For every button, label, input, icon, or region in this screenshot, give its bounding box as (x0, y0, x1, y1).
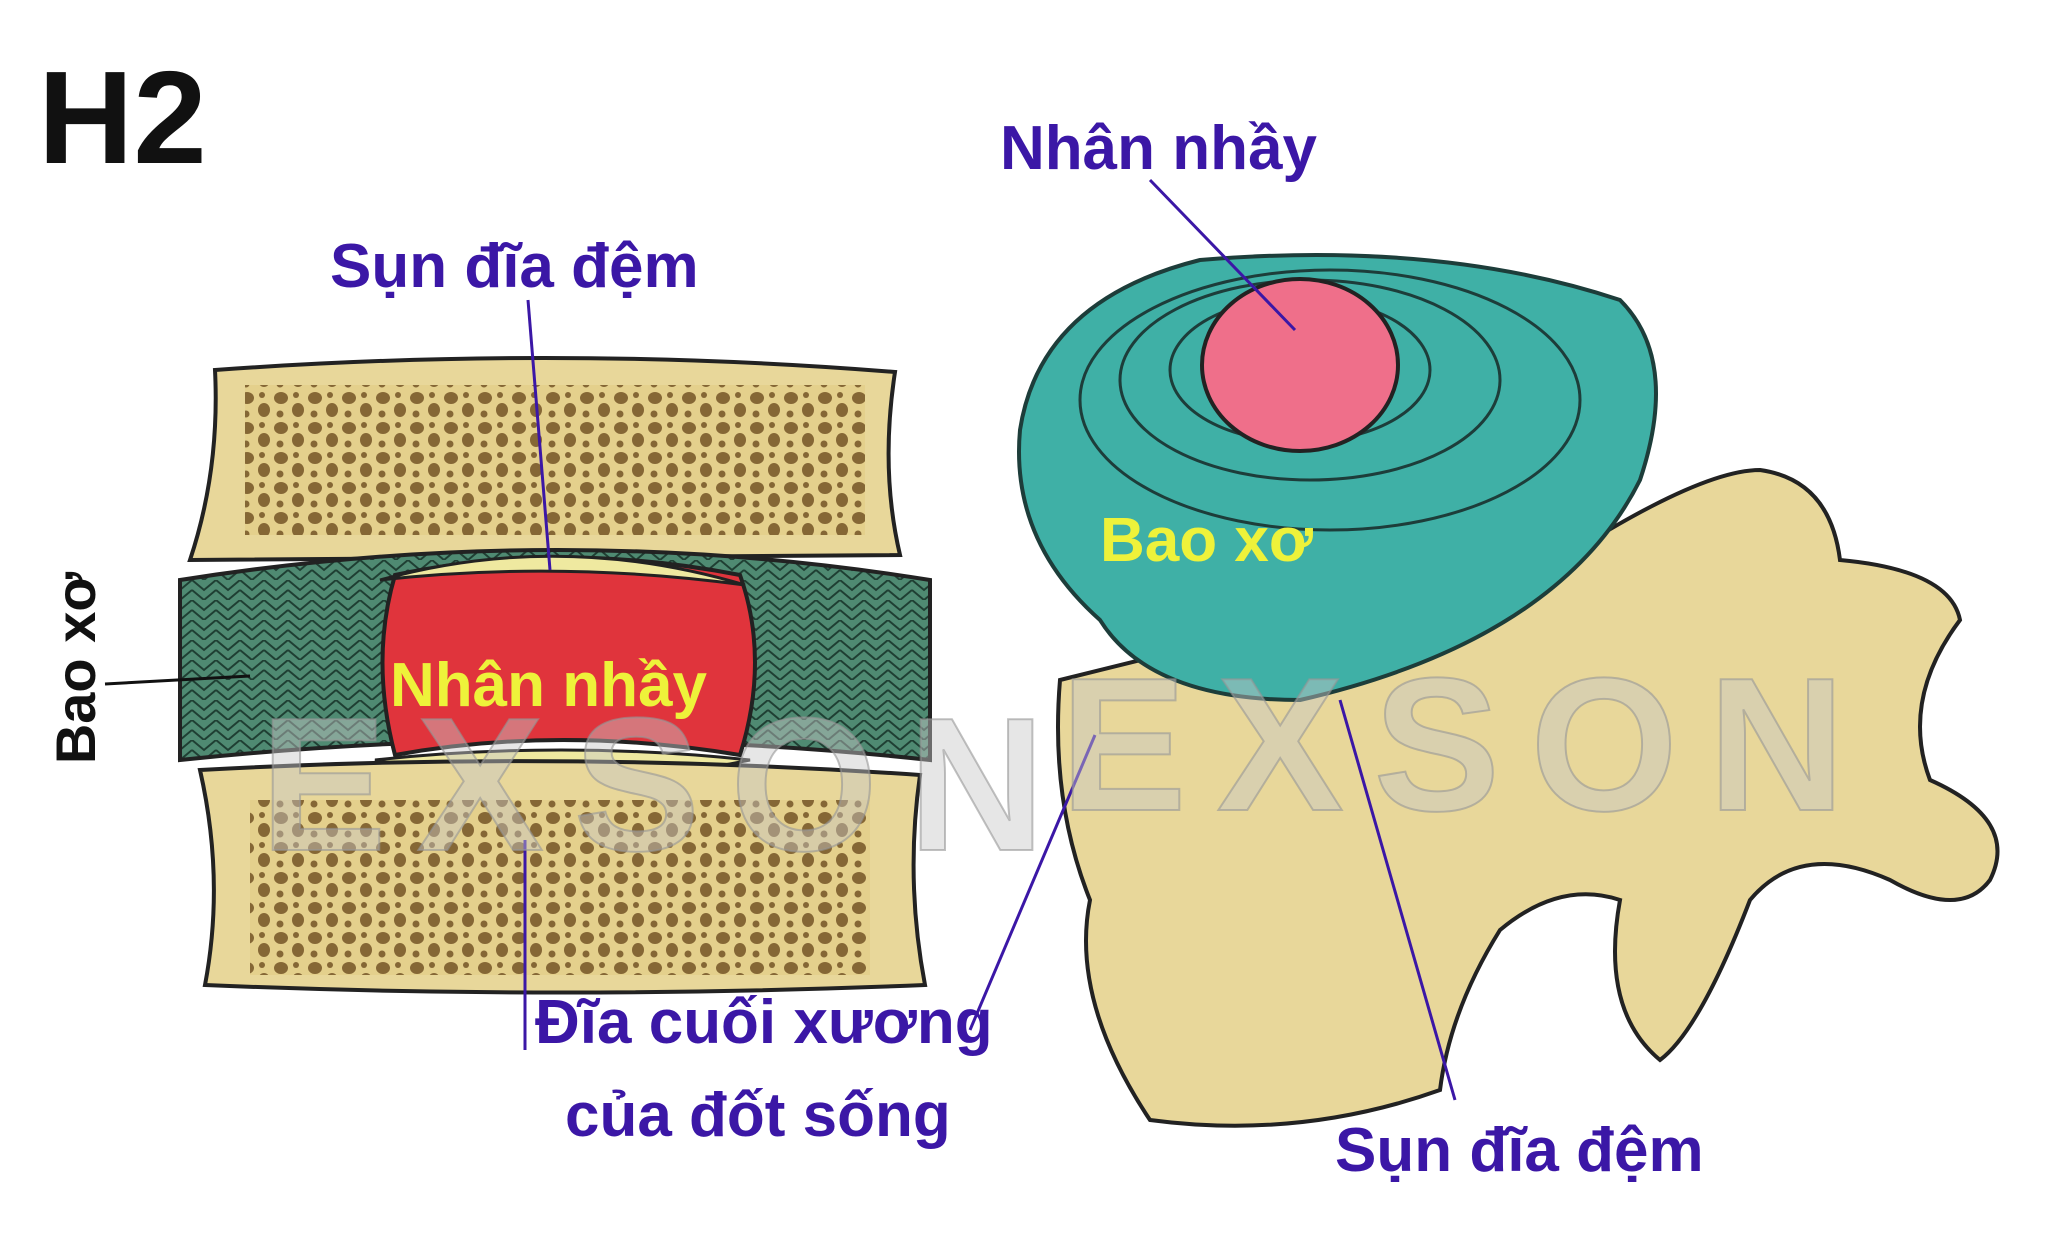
watermark: EXSON (1059, 639, 1876, 851)
leader-lines (523, 178, 1457, 1101)
label-nucleus-right: Nhân nhầy (1000, 114, 1317, 183)
label-annulus-left: Bao xơ (44, 571, 108, 765)
label-cartilage-left: Sụn đĩa đệm (330, 232, 699, 301)
figure-label: H2 (38, 44, 207, 191)
label-annulus-right: Bao xơ (1100, 506, 1313, 575)
left-disc-cross-section (178, 355, 932, 995)
label-endplate-line2: của đốt sống (565, 1081, 951, 1150)
right-vertebra-3d (1017, 253, 2000, 1128)
label-endplate-line1: Đĩa cuối xương (535, 988, 993, 1057)
label-nucleus-left: Nhân nhầy (390, 651, 707, 720)
watermark: EXSON (259, 679, 1076, 891)
label-cartilage-right: Sụn đĩa đệm (1335, 1116, 1704, 1185)
leader-line-annulus (104, 674, 251, 686)
